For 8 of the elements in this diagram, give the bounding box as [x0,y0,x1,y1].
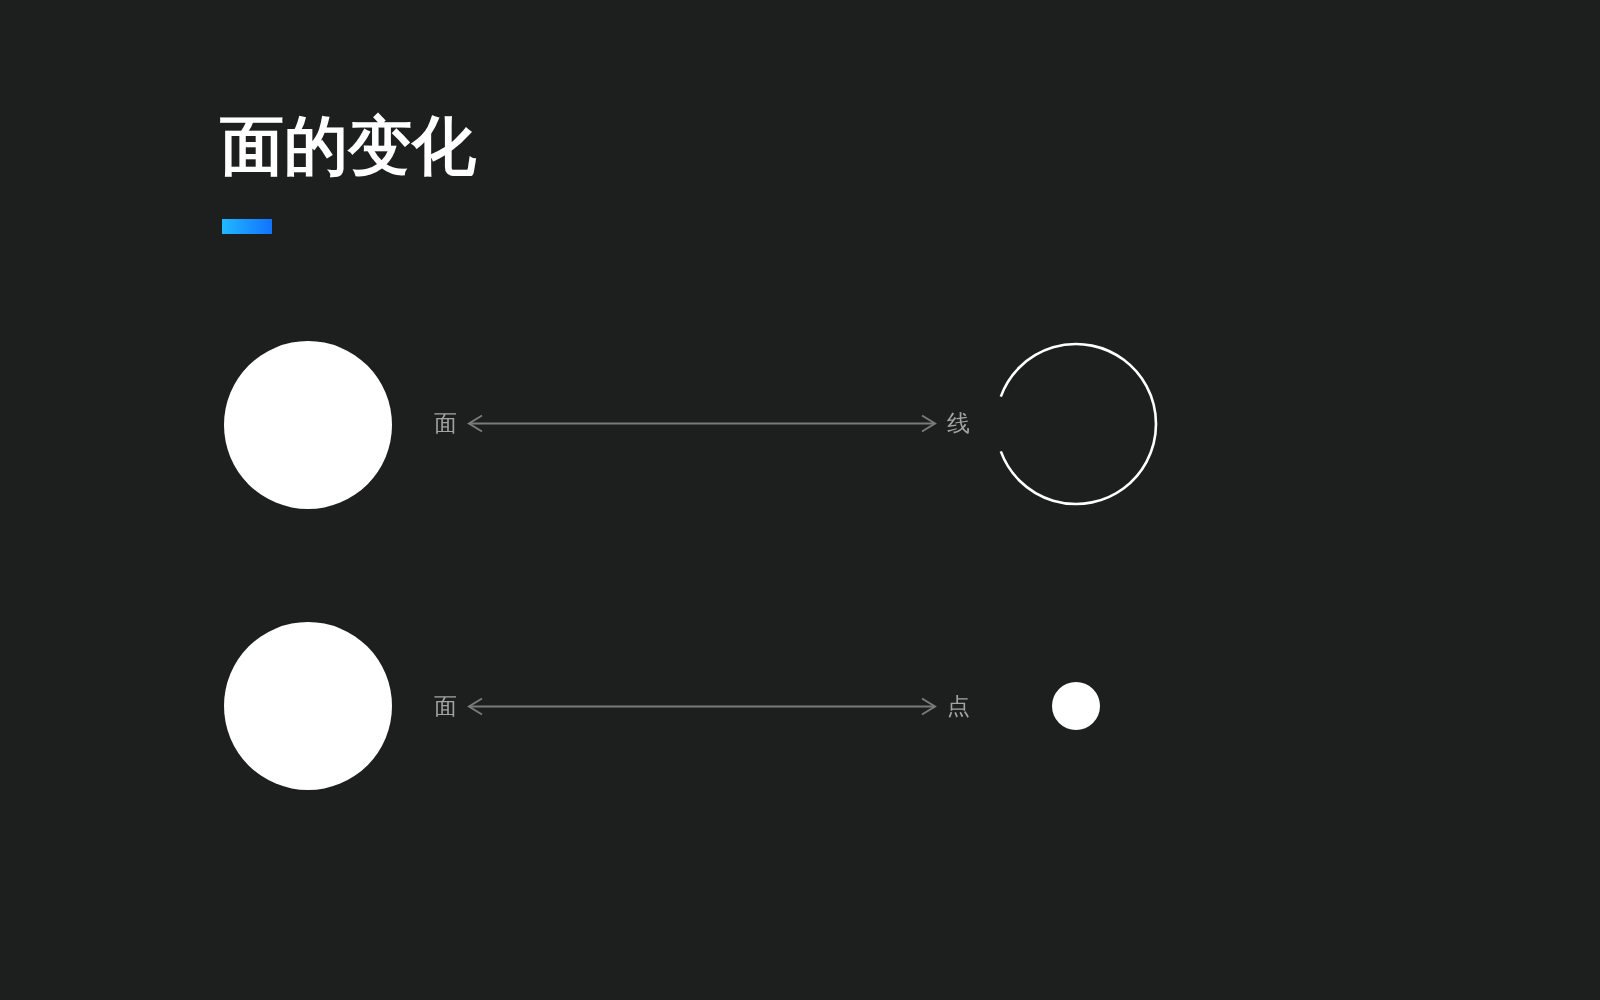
page-title: 面的变化 [220,114,476,178]
small-dot [1052,682,1100,730]
term-label: 线 [947,412,970,435]
term-label: 面 [434,695,457,718]
term-label: 面 [434,412,457,435]
double-arrow [468,414,936,433]
term-label: 点 [947,695,970,718]
double-arrow [468,697,936,716]
